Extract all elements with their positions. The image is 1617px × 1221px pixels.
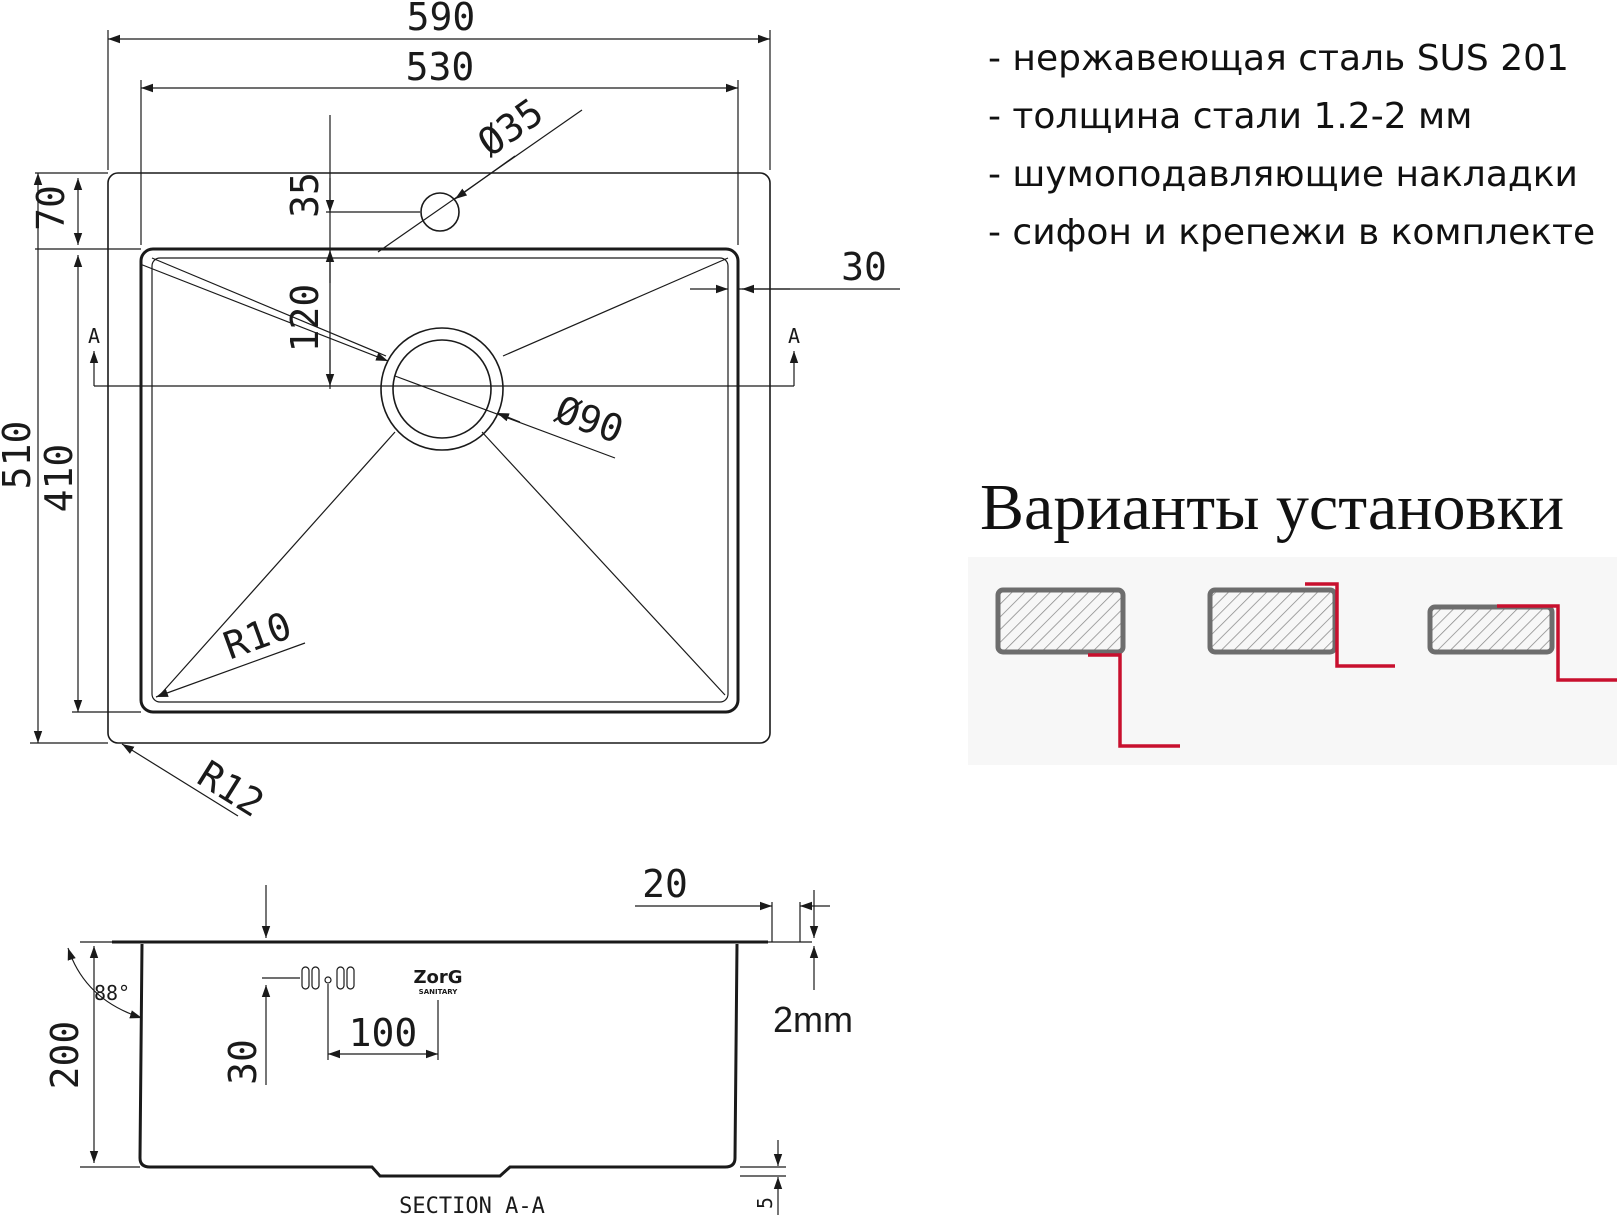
leader-arrow — [139, 263, 389, 362]
dim-410: 410 — [37, 444, 81, 513]
section-label: SECTION A-A — [399, 1194, 545, 1219]
dim-r12: R12 — [190, 752, 272, 826]
dim-200: 200 — [43, 1021, 87, 1090]
install-options — [968, 557, 1617, 765]
bowl-outline — [139, 247, 740, 714]
install-option-overmount — [1427, 604, 1617, 682]
dim-30-flange: 30 — [841, 245, 887, 289]
install-options-title: Варианты установки — [980, 471, 1565, 544]
spec-list: - нержавеющая сталь SUS 201 - толщина ст… — [988, 30, 1595, 262]
spec-item: - шумоподавляющие накладки — [988, 154, 1578, 195]
dim-510: 510 — [0, 421, 39, 490]
fold-line — [151, 257, 387, 357]
leader-arrow — [496, 412, 521, 423]
dim-20: 20 — [642, 862, 688, 906]
install-option-undermount — [995, 587, 1180, 748]
plan-view: A A 590 530 Ø35 35 120 Ø90 70 — [0, 0, 900, 826]
drain-inner-circle — [392, 339, 492, 439]
dim-r10: R10 — [218, 603, 298, 668]
brand-logo: ZorG — [413, 967, 462, 988]
sink-outer-outline — [107, 172, 771, 744]
bowl-inner-outline — [151, 257, 729, 703]
dim-35: 35 — [283, 172, 327, 218]
section-mark-right: A — [788, 324, 800, 348]
thickness-label: 2mm — [773, 999, 853, 1040]
spec-item: - толщина стали 1.2-2 мм — [988, 96, 1473, 137]
dim-100: 100 — [349, 1011, 418, 1055]
section-view: ZorG SANITARY 20 2mm 88° 200 30 100 — [43, 862, 853, 1219]
leader-arrow — [155, 642, 306, 698]
bowl-profile — [138, 943, 739, 1178]
overflow-slots — [301, 966, 355, 990]
dim-88: 88° — [94, 981, 130, 1005]
dim-530: 530 — [406, 45, 475, 89]
dim-d90: Ø90 — [550, 387, 630, 452]
dim-120: 120 — [283, 284, 327, 353]
spec-item: - сифон и крепежи в комплекте — [988, 212, 1596, 253]
dim-70: 70 — [29, 185, 73, 231]
drain-outer-circle — [380, 327, 504, 451]
fold-line — [502, 257, 729, 357]
dim-590: 590 — [407, 0, 476, 39]
fold-line — [159, 431, 396, 696]
leader-arrow — [454, 155, 516, 200]
spec-item: - нержавеющая сталь SUS 201 — [988, 38, 1569, 79]
leader-arrow — [121, 743, 239, 817]
install-option-flush — [1207, 582, 1395, 668]
faucet-hole — [420, 192, 460, 232]
dim-5: 5 — [753, 1197, 777, 1209]
section-mark-left: A — [88, 324, 100, 348]
brand-logo-sub: SANITARY — [419, 988, 459, 996]
dim-d35: Ø35 — [470, 90, 551, 165]
dim-30-overflow: 30 — [221, 1039, 265, 1085]
fold-line — [481, 431, 726, 696]
